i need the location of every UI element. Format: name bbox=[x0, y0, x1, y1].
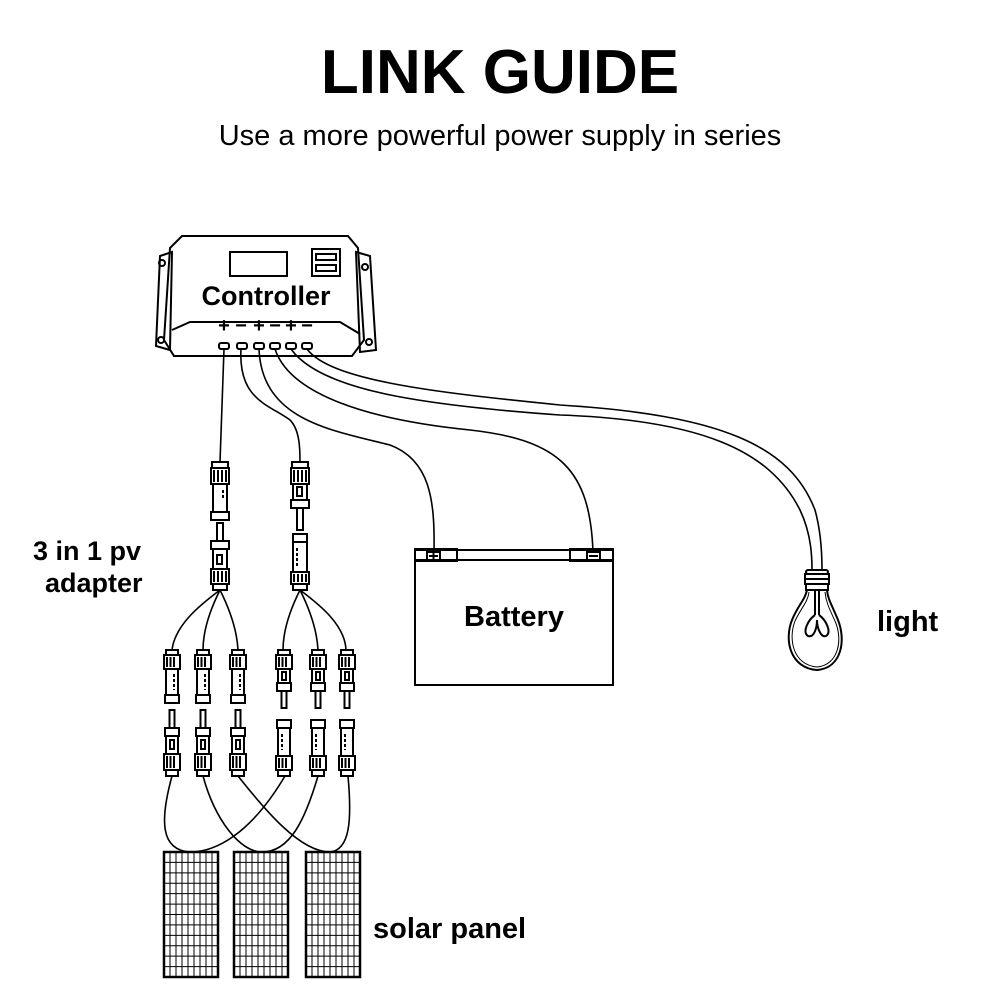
branch-connectors bbox=[163, 649, 356, 777]
battery-negative-terminal bbox=[586, 551, 601, 561]
controller-display bbox=[229, 251, 288, 277]
solar-panel-icon bbox=[304, 850, 362, 979]
bulb-glass bbox=[787, 589, 843, 672]
mc4-connector-pair bbox=[229, 649, 247, 777]
wire-light-2 bbox=[306, 348, 823, 571]
controller-usb-ports bbox=[311, 248, 341, 277]
controller-body bbox=[162, 235, 366, 357]
wire-light-1 bbox=[290, 348, 813, 571]
adapter-right bbox=[290, 461, 310, 591]
terminal-sign: + bbox=[218, 315, 230, 337]
bulb-filament bbox=[804, 614, 830, 638]
wire-battery-positive bbox=[258, 348, 435, 553]
controller-terminal-signs: + − + − + − bbox=[218, 315, 313, 337]
solar-panels bbox=[162, 850, 362, 979]
mc4-connector-pair bbox=[309, 649, 327, 777]
controller-right-ear bbox=[354, 250, 378, 354]
terminal-sign: + bbox=[253, 315, 265, 337]
wire-pv-positive bbox=[219, 348, 225, 463]
adapter-left bbox=[210, 461, 230, 591]
controller-label: Controller bbox=[201, 281, 330, 311]
battery-label: Battery bbox=[464, 601, 564, 633]
terminal-sign: − bbox=[301, 315, 313, 337]
terminal-sign: − bbox=[235, 315, 247, 337]
solar-panel-icon bbox=[162, 850, 220, 979]
solar-panel-icon bbox=[232, 850, 290, 979]
mc4-connector-pair bbox=[275, 649, 293, 777]
page-subtitle: Use a more powerful power supply in seri… bbox=[218, 120, 782, 152]
adapter-label-line1: 3 in 1 pv bbox=[33, 536, 141, 566]
solar-panel-label: solar panel bbox=[373, 913, 526, 945]
charge-controller-icon bbox=[154, 235, 378, 357]
terminal-sign: − bbox=[269, 315, 281, 337]
wires bbox=[219, 348, 823, 571]
adapter-label-line2: adapter bbox=[45, 568, 143, 598]
mc4-connector-pair bbox=[194, 649, 212, 777]
controller-terminals bbox=[218, 342, 313, 350]
controller-left-ear bbox=[154, 250, 174, 352]
panel-wires bbox=[163, 775, 351, 853]
battery-body bbox=[414, 549, 614, 686]
light-label: light bbox=[877, 606, 939, 638]
page-title: LINK GUIDE bbox=[320, 38, 680, 107]
adapter-branch-wires bbox=[171, 589, 347, 651]
terminal-sign: + bbox=[285, 315, 297, 337]
wire-pv-negative bbox=[240, 348, 301, 463]
battery-icon bbox=[414, 548, 614, 686]
mc4-connector-pair bbox=[338, 649, 356, 777]
light-bulb-icon bbox=[787, 569, 843, 672]
battery-positive-terminal bbox=[426, 551, 441, 561]
mc4-connector-pair bbox=[163, 649, 181, 777]
wire-battery-negative bbox=[274, 348, 594, 553]
